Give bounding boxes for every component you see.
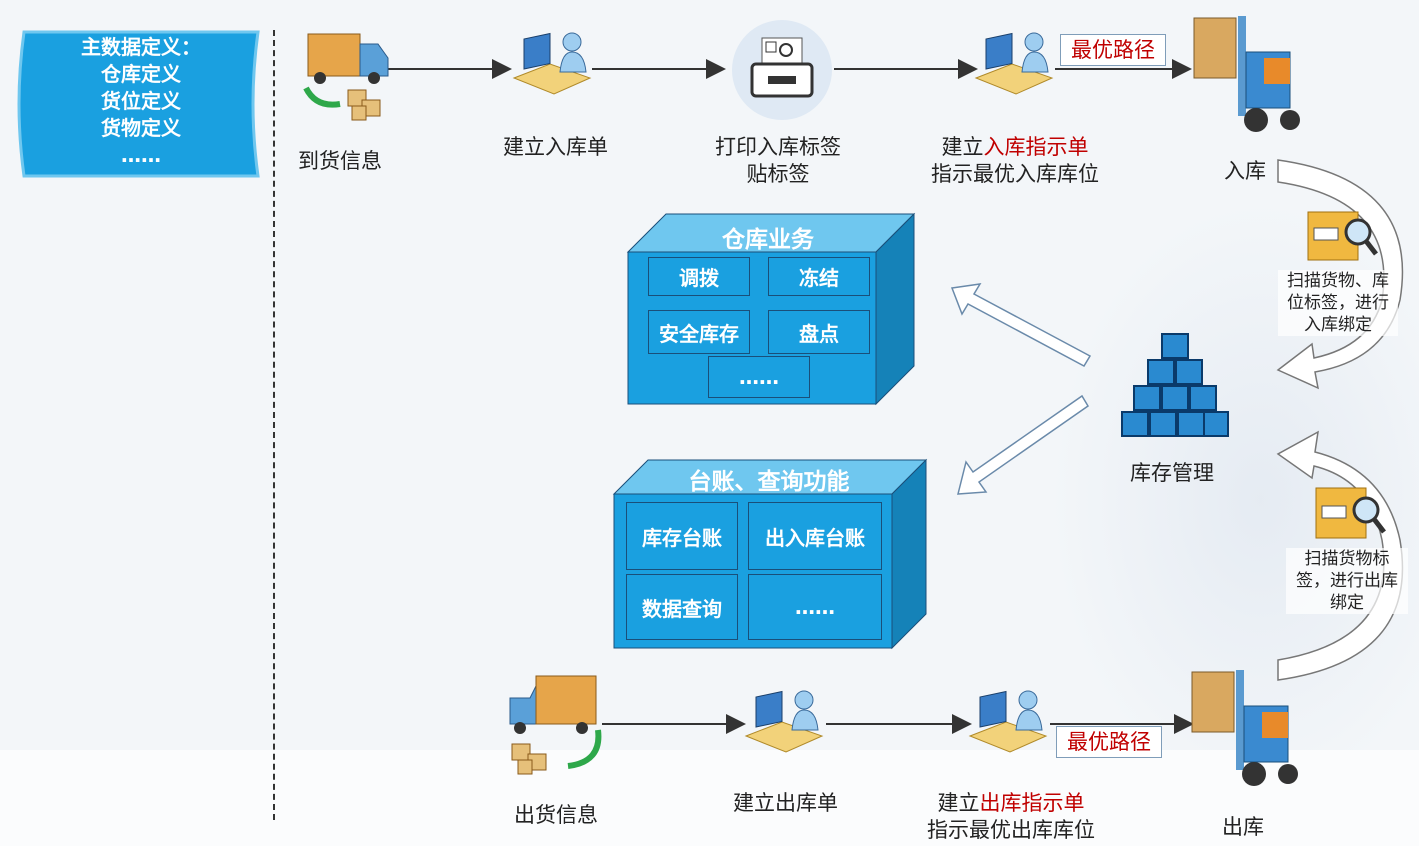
delivery-truck-icon — [303, 33, 389, 121]
inventory-boxes-icon — [1121, 333, 1229, 437]
inbound-best-path-tag: 最优路径 — [1060, 34, 1166, 66]
business-item-safety-stock: 安全库存 — [648, 310, 750, 354]
shipment-info-label: 出货信息 — [514, 803, 598, 827]
outbound-instruction-highlight: 出库指示单 — [979, 791, 1085, 815]
scan-out-line3: 绑定 — [1330, 593, 1364, 613]
outbound-instruction-text: 建立出库指示单 指示最优出库库位 — [920, 790, 1102, 844]
computer-operator-icon — [974, 32, 1054, 95]
computer-operator-icon — [744, 690, 824, 753]
computer-operator-icon — [512, 32, 592, 95]
forklift-icon — [1191, 670, 1298, 786]
scan-in-line1: 扫描货物、库 — [1287, 271, 1389, 291]
inventory-management-label: 库存管理 — [1130, 461, 1214, 485]
ledger-item-in-out: 出入库台账 — [748, 502, 882, 570]
create-inbound-order-label: 建立入库单 — [503, 135, 608, 159]
business-item-more: …… — [708, 356, 810, 398]
vertical-divider — [273, 30, 275, 820]
master-data-text: 主数据定义： 仓库定义 货位定义 货物定义 …… — [18, 34, 264, 169]
scan-out-note: 扫描货物标 签，进行出库 绑定 — [1286, 548, 1408, 614]
scan-in-line3: 入库绑定 — [1304, 315, 1372, 335]
outbound-best-path-tag: 最优路径 — [1056, 726, 1162, 758]
inbound-instruction-text: 建立入库指示单 指示最优入库库位 — [925, 134, 1105, 188]
business-item-transfer: 调拨 — [648, 257, 750, 296]
outbound-instruction-prefix: 建立 — [937, 791, 980, 815]
business-item-freeze: 冻结 — [768, 257, 870, 296]
arrival-info-label: 到货信息 — [298, 149, 382, 173]
master-data-banner — [17, 30, 260, 178]
inbound-instruction-line2: 指示最优入库库位 — [931, 162, 1099, 186]
scan-in-note: 扫描货物、库 位标签，进行 入库绑定 — [1278, 270, 1398, 336]
print-label-line2: 贴标签 — [746, 162, 810, 186]
scan-in-line2: 位标签，进行 — [1287, 293, 1389, 313]
create-outbound-order-label: 建立出库单 — [733, 791, 838, 815]
ledger-item-inventory: 库存台账 — [626, 502, 738, 570]
ledger-item-more: …… — [748, 574, 882, 640]
stock-in-label: 入库 — [1224, 159, 1266, 183]
ledger-query-title: 台账、查询功能 — [688, 469, 850, 495]
forklift-icon — [1193, 16, 1300, 132]
warehouse-business-title: 仓库业务 — [722, 227, 814, 253]
master-item: 货物定义 — [101, 116, 181, 140]
scan-out-line2: 签，进行出库 — [1296, 571, 1398, 591]
inbound-instruction-highlight: 入库指示单 — [983, 135, 1089, 159]
business-item-stocktake: 盘点 — [768, 310, 870, 354]
scan-package-icon — [1307, 211, 1378, 261]
scan-out-line1: 扫描货物标 — [1304, 549, 1390, 569]
scan-package-icon — [1315, 487, 1386, 539]
print-label-line1: 打印入库标签 — [715, 135, 841, 159]
ledger-item-data-query: 数据查询 — [626, 574, 738, 640]
computer-operator-icon — [968, 690, 1048, 753]
shipment-truck-icon — [509, 675, 602, 775]
master-item: 货位定义 — [101, 89, 181, 113]
stock-out-label: 出库 — [1222, 815, 1264, 839]
outbound-instruction-line2: 指示最优出库库位 — [927, 818, 1095, 842]
master-item: 仓库定义 — [101, 62, 181, 86]
inbound-instruction-prefix: 建立 — [941, 135, 984, 159]
printer-label-icon — [732, 20, 832, 120]
master-item: …… — [121, 143, 161, 167]
master-title: 主数据定义： — [81, 35, 201, 59]
background-band — [0, 750, 1419, 846]
print-label-text: 打印入库标签 贴标签 — [710, 134, 846, 188]
